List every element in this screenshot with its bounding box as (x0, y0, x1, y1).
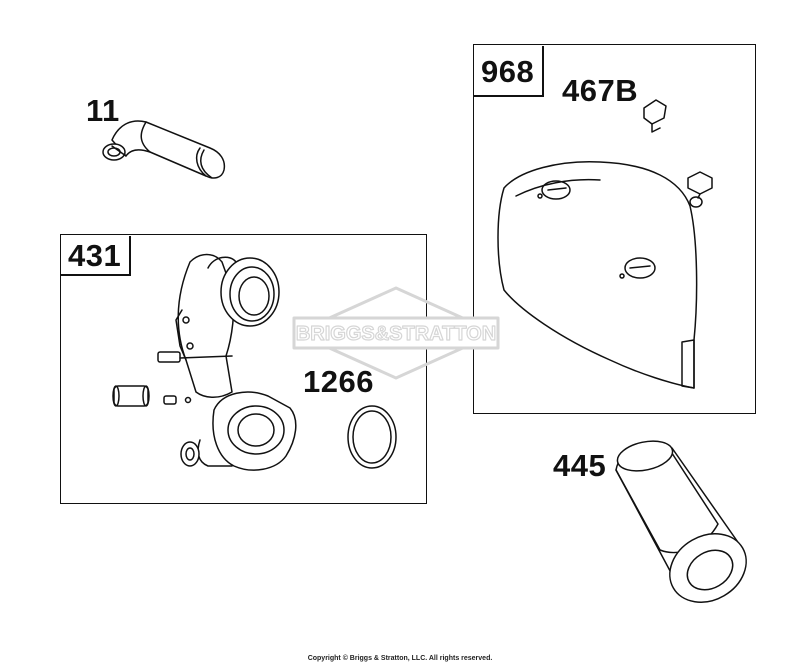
fastener (687, 171, 713, 208)
copyright-notice: Copyright © Briggs & Stratton, LLC. All … (307, 655, 493, 662)
air-filter-part-445 (615, 440, 747, 603)
part-label-431: 431 (60, 236, 132, 276)
kit-968-frame (473, 44, 756, 414)
sleeve-fitting (112, 385, 150, 407)
briggs-stratton-watermark: BRIGGS&STRATTON (292, 286, 500, 380)
part-label-1266: 1266 (303, 364, 374, 399)
intake-housing-part-431 (157, 253, 297, 471)
part-label-11: 11 (86, 93, 120, 128)
part-label-445: 445 (553, 448, 607, 483)
cover-part-968 (497, 160, 698, 389)
kit-431-frame (60, 234, 427, 504)
o-ring-part-1266 (347, 405, 397, 469)
part-label-968: 968 (473, 46, 545, 97)
clip-part-467b (643, 99, 667, 133)
part-label-467b: 467B (562, 73, 639, 108)
watermark-text: BRIGGS&STRATTON (296, 323, 496, 345)
breather-tube-part-11 (102, 120, 226, 179)
